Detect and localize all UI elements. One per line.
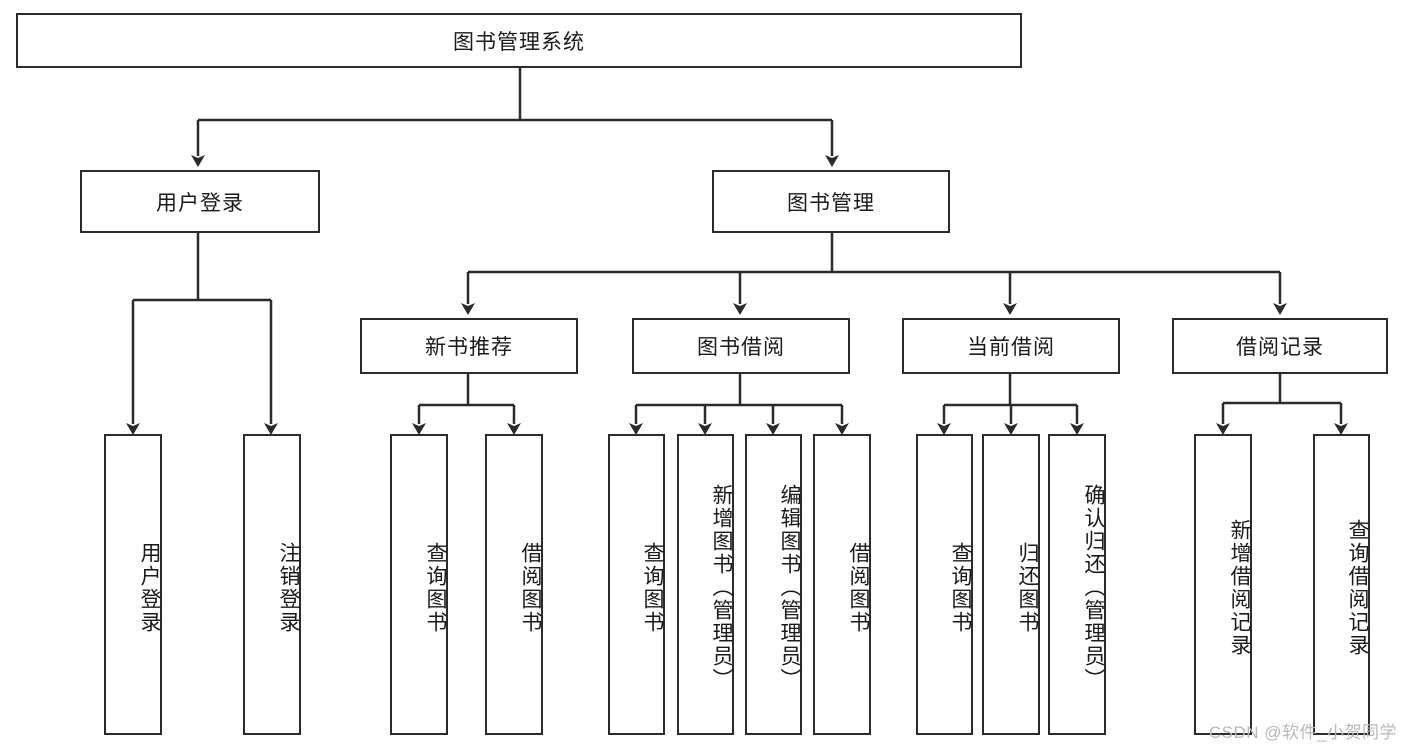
leaf-record-query-label: 查询借阅记录 [1346,518,1369,657]
node-new-book-recommend-label: 新书推荐 [425,336,513,359]
node-user-login-label: 用户登录 [156,191,244,215]
node-book-management[interactable]: 图书管理 [712,170,950,233]
node-root[interactable]: 图书管理系统 [16,13,1022,68]
leaf-recommend-borrow-book[interactable]: 借阅图书 [485,434,543,735]
node-book-borrow-label: 图书借阅 [697,336,785,359]
node-borrow-record[interactable]: 借阅记录 [1172,318,1388,374]
watermark: CSDN @软件_小贺同学 [1208,723,1397,742]
leaf-recommend-borrow-book-label: 借阅图书 [519,541,542,634]
node-new-book-recommend[interactable]: 新书推荐 [360,318,578,374]
node-book-management-label: 图书管理 [787,191,875,215]
leaf-borrow-borrow-book-label: 借阅图书 [847,541,870,634]
leaf-user-login[interactable]: 用户登录 [104,434,162,735]
leaf-borrow-query-book-label: 查询图书 [641,541,664,634]
leaf-user-login-label: 用户登录 [138,541,161,634]
node-current-borrow[interactable]: 当前借阅 [902,318,1120,374]
leaf-record-add-label: 新增借阅记录 [1228,518,1251,657]
node-borrow-record-label: 借阅记录 [1236,336,1324,359]
leaf-logout-label: 注销登录 [277,541,300,634]
leaf-current-return-book[interactable]: 归还图书 [982,434,1040,735]
leaf-current-confirm-return-label: 确认归还（管理员） [1082,484,1105,691]
leaf-borrow-add-book[interactable]: 新增图书（管理员） [677,434,734,735]
node-current-borrow-label: 当前借阅 [967,336,1055,359]
leaf-recommend-query-book-label: 查询图书 [424,541,447,634]
leaf-borrow-query-book[interactable]: 查询图书 [608,434,665,735]
leaf-current-return-book-label: 归还图书 [1016,541,1039,634]
leaf-current-query-book[interactable]: 查询图书 [916,434,973,735]
leaf-current-confirm-return[interactable]: 确认归还（管理员） [1048,434,1106,735]
node-root-label: 图书管理系统 [453,30,585,54]
leaf-current-query-book-label: 查询图书 [949,541,972,634]
leaf-borrow-edit-book[interactable]: 编辑图书（管理员） [745,434,802,735]
node-book-borrow[interactable]: 图书借阅 [632,318,850,374]
leaf-borrow-edit-book-label: 编辑图书（管理员） [778,484,801,691]
leaf-borrow-add-book-label: 新增图书（管理员） [710,484,733,691]
leaf-record-query[interactable]: 查询借阅记录 [1313,434,1370,735]
leaf-logout[interactable]: 注销登录 [243,434,301,735]
leaf-borrow-borrow-book[interactable]: 借阅图书 [813,434,871,735]
leaf-record-add[interactable]: 新增借阅记录 [1194,434,1252,735]
node-user-login[interactable]: 用户登录 [80,170,320,233]
leaf-recommend-query-book[interactable]: 查询图书 [390,434,448,735]
